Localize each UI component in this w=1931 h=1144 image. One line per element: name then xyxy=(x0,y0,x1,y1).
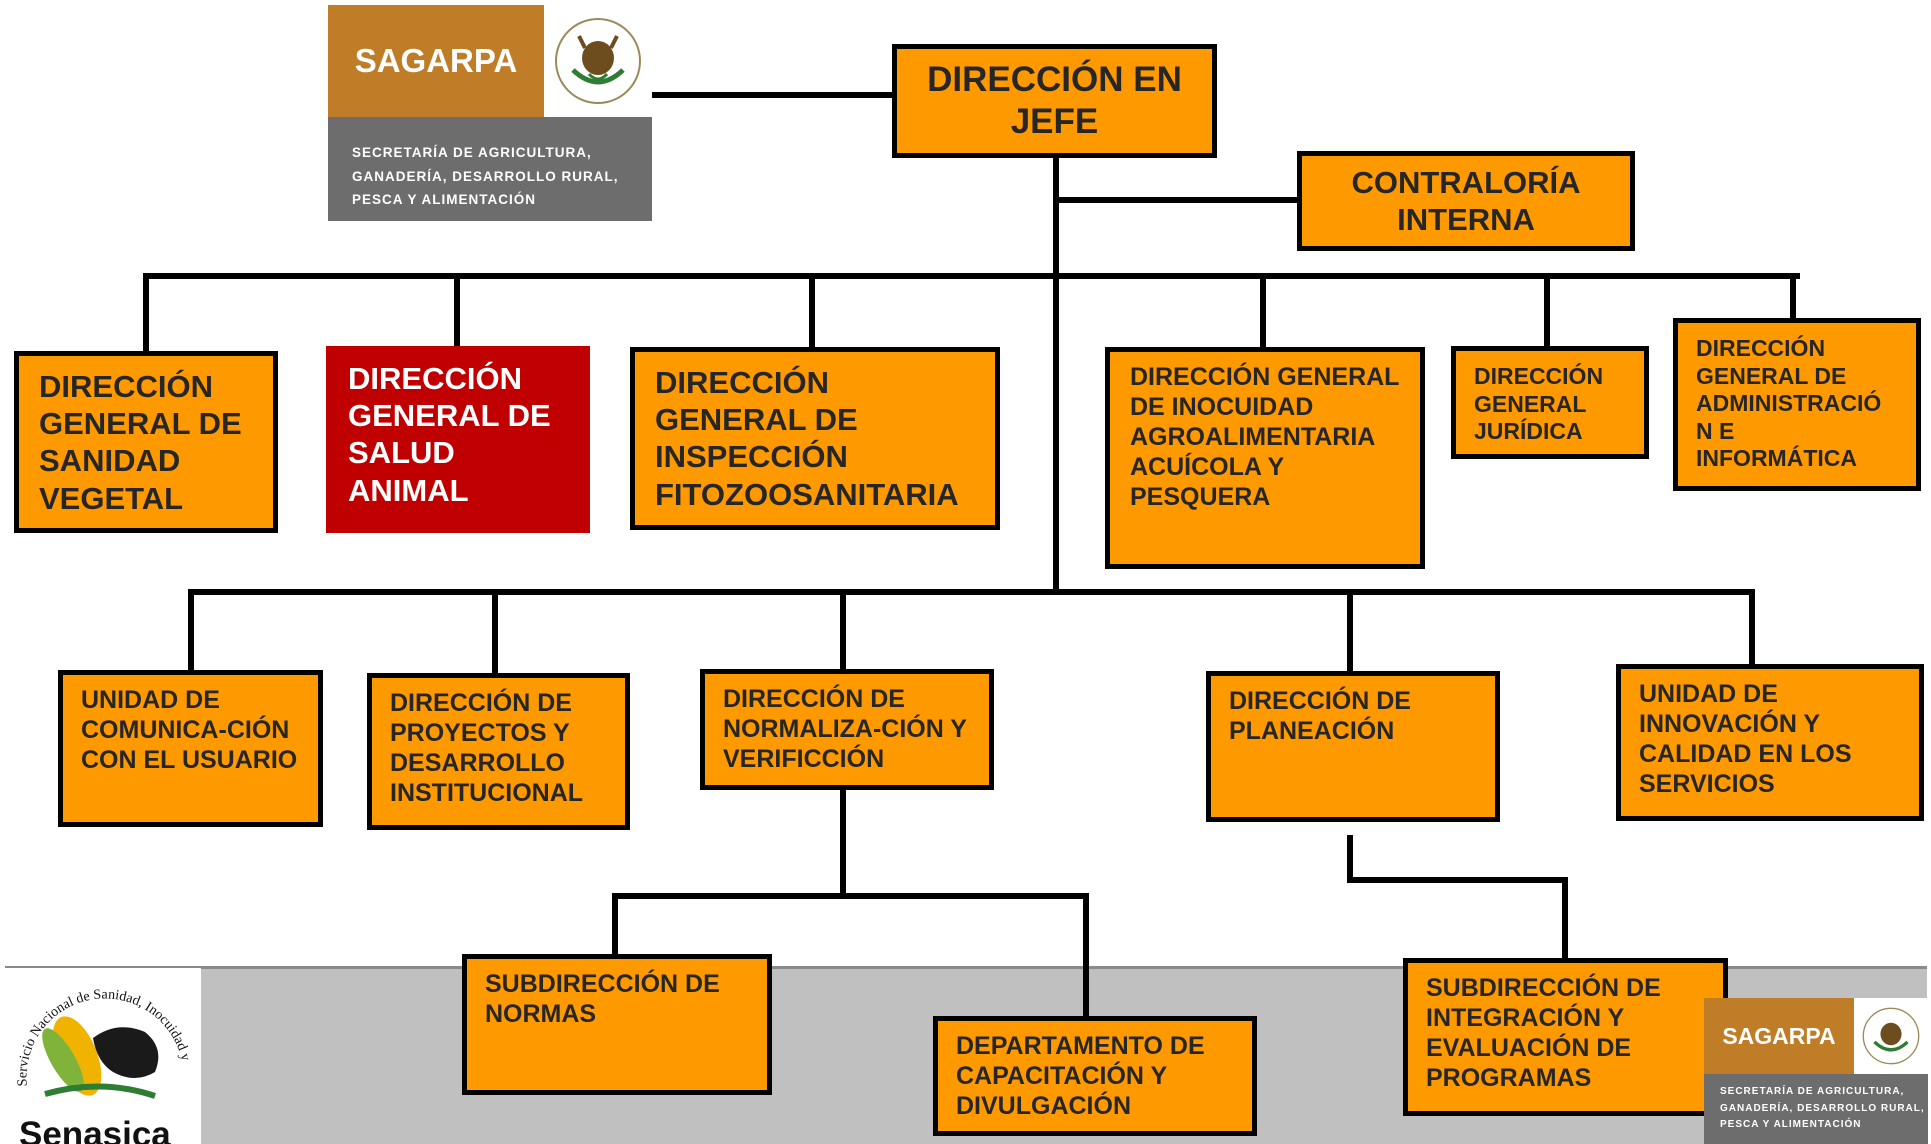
node-contraloria-interna: CONTRALORÍA INTERNA xyxy=(1297,151,1635,251)
sagarpa-line-1: SECRETARÍA DE AGRICULTURA, xyxy=(352,145,592,160)
sagarpa-footer-wordmark: SAGARPA xyxy=(1704,998,1854,1074)
node-label: SUBDIRECCIÓN DE INTEGRACIÓN Y EVALUACIÓN… xyxy=(1426,974,1661,1092)
node-direccion-normalizacion: DIRECCIÓN DE NORMALIZA-CIÓN Y VERIFICCIÓ… xyxy=(700,669,994,790)
sagarpa-logo: SAGARPA SECRETARÍA DE AGRICULTURA, GANAD… xyxy=(328,5,652,221)
node-dg-inocuidad: DIRECCIÓN GENERAL DE INOCUIDAD AGROALIME… xyxy=(1105,347,1425,569)
sagarpa-footer-logo: SAGARPA SECRETARÍA DE AGRICULTURA, GANAD… xyxy=(1704,998,1928,1144)
node-dg-juridica: DIRECCIÓN GENERAL JURÍDICA xyxy=(1451,346,1649,459)
mexican-eagle-seal-icon xyxy=(544,5,652,117)
senasica-logo: Servicio Nacional de Sanidad, Inocuidad … xyxy=(5,968,201,1144)
node-label: SUBDIRECCIÓN DE NORMAS xyxy=(485,970,720,1028)
node-direccion-planeacion: DIRECCIÓN DE PLANEACIÓN xyxy=(1206,671,1500,822)
node-direccion-en-jefe: DIRECCIÓN EN JEFE xyxy=(892,44,1217,158)
node-label: DIRECCIÓN GENERAL DE SANIDAD VEGETAL xyxy=(39,369,242,516)
node-departamento-capacitacion: DEPARTAMENTO DE CAPACITACIÓN Y DIVULGACI… xyxy=(933,1016,1257,1136)
sagarpa-footer-line-1: SECRETARÍA DE AGRICULTURA, xyxy=(1720,1086,1905,1097)
node-label: UNIDAD DE COMUNICA-CIÓN CON EL USUARIO xyxy=(81,686,298,774)
node-unidad-innovacion: UNIDAD DE INNOVACIÓN Y CALIDAD EN LOS SE… xyxy=(1616,664,1924,821)
node-dg-sanidad-vegetal: DIRECCIÓN GENERAL DE SANIDAD VEGETAL xyxy=(14,351,278,533)
node-label: DIRECCIÓN GENERAL DE SALUD ANIMAL xyxy=(348,361,551,508)
connector-planeacion-to-integracion xyxy=(1347,835,1568,961)
node-unidad-comunicacion: UNIDAD DE COMUNICA-CIÓN CON EL USUARIO xyxy=(58,670,323,827)
node-label: DIRECCIÓN EN JEFE xyxy=(927,60,1182,141)
senasica-wordmark: Senasica xyxy=(19,1115,171,1144)
node-subdireccion-normas: SUBDIRECCIÓN DE NORMAS xyxy=(462,954,772,1095)
node-label: DIRECCIÓN GENERAL JURÍDICA xyxy=(1474,363,1604,445)
node-dg-salud-animal: DIRECCIÓN GENERAL DE SALUD ANIMAL xyxy=(326,346,590,533)
sagarpa-footer-line-3: PESCA Y ALIMENTACIÓN xyxy=(1720,1119,1862,1130)
sagarpa-wordmark: SAGARPA xyxy=(328,5,544,117)
node-direccion-proyectos: DIRECCIÓN DE PROYECTOS Y DESARROLLO INST… xyxy=(367,673,630,830)
sagarpa-footer-line-2: GANADERÍA, DESARROLLO RURAL, xyxy=(1720,1102,1925,1114)
node-label: DIRECCIÓN GENERAL DE INSPECCIÓN FITOZOOS… xyxy=(655,365,959,512)
node-label: DIRECCIÓN DE PROYECTOS Y DESARROLLO INST… xyxy=(390,689,584,807)
node-label: DIRECCIÓN DE PLANEACIÓN xyxy=(1229,687,1411,745)
senasica-emblem-icon: Servicio Nacional de Sanidad, Inocuidad … xyxy=(5,968,193,1099)
mexican-eagle-seal-icon xyxy=(1854,998,1928,1074)
node-label: UNIDAD DE INNOVACIÓN Y CALIDAD EN LOS SE… xyxy=(1639,680,1852,798)
node-label: DIRECCIÓN GENERAL DE ADMINISTRACIÓ N E I… xyxy=(1696,335,1882,472)
node-dg-inspeccion-fitozoosanitaria: DIRECCIÓN GENERAL DE INSPECCIÓN FITOZOOS… xyxy=(630,347,1000,530)
node-label: CONTRALORÍA INTERNA xyxy=(1351,164,1581,237)
node-subdireccion-integracion: SUBDIRECCIÓN DE INTEGRACIÓN Y EVALUACIÓN… xyxy=(1403,958,1728,1116)
node-label: DIRECCIÓN GENERAL DE INOCUIDAD AGROALIME… xyxy=(1130,363,1400,511)
node-dg-administracion: DIRECCIÓN GENERAL DE ADMINISTRACIÓ N E I… xyxy=(1673,318,1921,491)
node-label: DEPARTAMENTO DE CAPACITACIÓN Y DIVULGACI… xyxy=(956,1032,1205,1120)
sagarpa-line-2: GANADERÍA, DESARROLLO RURAL, xyxy=(352,168,619,184)
node-label: DIRECCIÓN DE NORMALIZA-CIÓN Y VERIFICCIÓ… xyxy=(723,685,967,773)
sagarpa-line-3: PESCA Y ALIMENTACIÓN xyxy=(352,192,537,208)
